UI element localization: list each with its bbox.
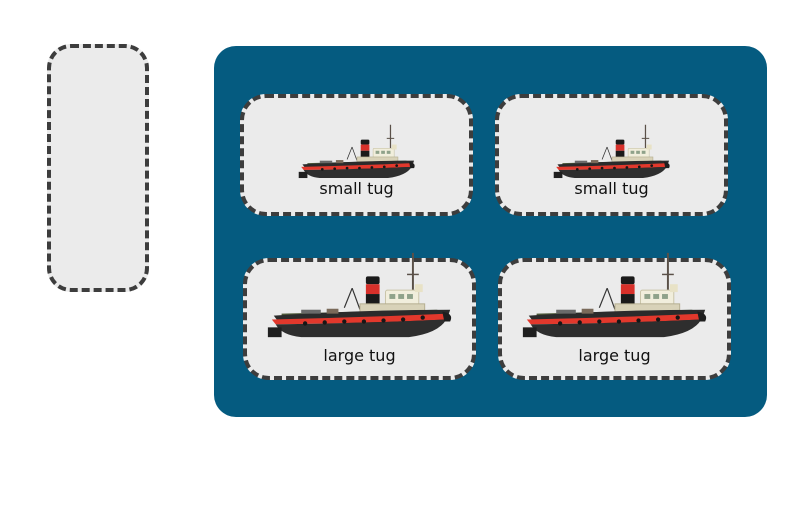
card-label: small tug <box>574 179 649 198</box>
tugboat-image <box>244 104 469 182</box>
card-label: large tug <box>578 346 651 365</box>
tug-card-small-1[interactable]: small tug <box>240 94 473 216</box>
tug-card-large-2[interactable]: large tug <box>498 258 731 380</box>
card-label: large tug <box>323 346 396 365</box>
tug-card-small-2[interactable]: small tug <box>495 94 728 216</box>
tug-card-large-1[interactable]: large tug <box>243 258 476 380</box>
empty-drop-zone[interactable] <box>47 44 149 292</box>
card-label: small tug <box>319 179 394 198</box>
tugboat-image <box>247 248 472 344</box>
tugboat-image <box>502 248 727 344</box>
card-panel: small tug small tug large tug large tug <box>214 46 767 417</box>
tugboat-image <box>499 104 724 182</box>
